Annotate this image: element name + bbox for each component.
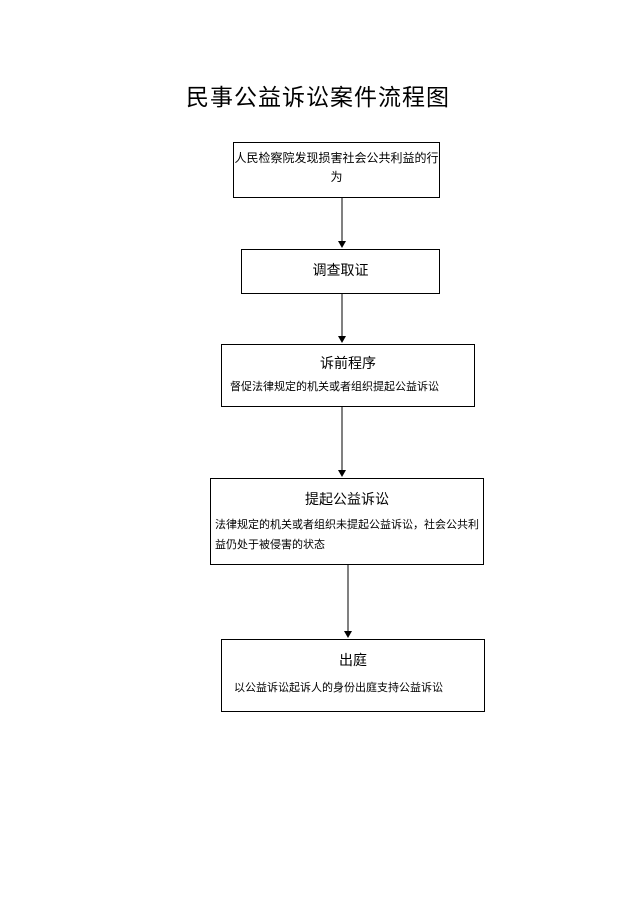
step-pre-litigation-text: 督促法律规定的机关或者组织提起公益诉讼 (230, 380, 439, 393)
step-court-heading: 出庭 (339, 653, 367, 669)
step-investigate-box: 调查取证 (241, 249, 440, 294)
page-title: 民事公益诉讼案件流程图 (186, 85, 450, 111)
step-discover-box: 人民检察院发现损害社会公共利益的行为 (233, 142, 440, 198)
step-investigate-heading: 调查取证 (312, 263, 369, 279)
step-pre-litigation-heading: 诉前程序 (320, 356, 376, 372)
step-file-suit-box: 提起公益诉讼 法律规定的机关或者组织未提起公益诉讼，社会公共利益仍处于被侵害的状… (210, 478, 484, 565)
step-court-box: 出庭 以公益诉讼起诉人的身份出庭支持公益诉讼 (221, 639, 485, 712)
step-discover-text: 人民检察院发现损害社会公共利益的行为 (234, 151, 439, 184)
step-file-suit-text: 法律规定的机关或者组织未提起公益诉讼，社会公共利益仍处于被侵害的状态 (215, 518, 479, 551)
step-court-text: 以公益诉讼起诉人的身份出庭支持公益诉讼 (234, 681, 443, 694)
step-file-suit-heading: 提起公益诉讼 (305, 492, 389, 508)
step-pre-litigation-box: 诉前程序 督促法律规定的机关或者组织提起公益诉讼 (221, 344, 475, 407)
